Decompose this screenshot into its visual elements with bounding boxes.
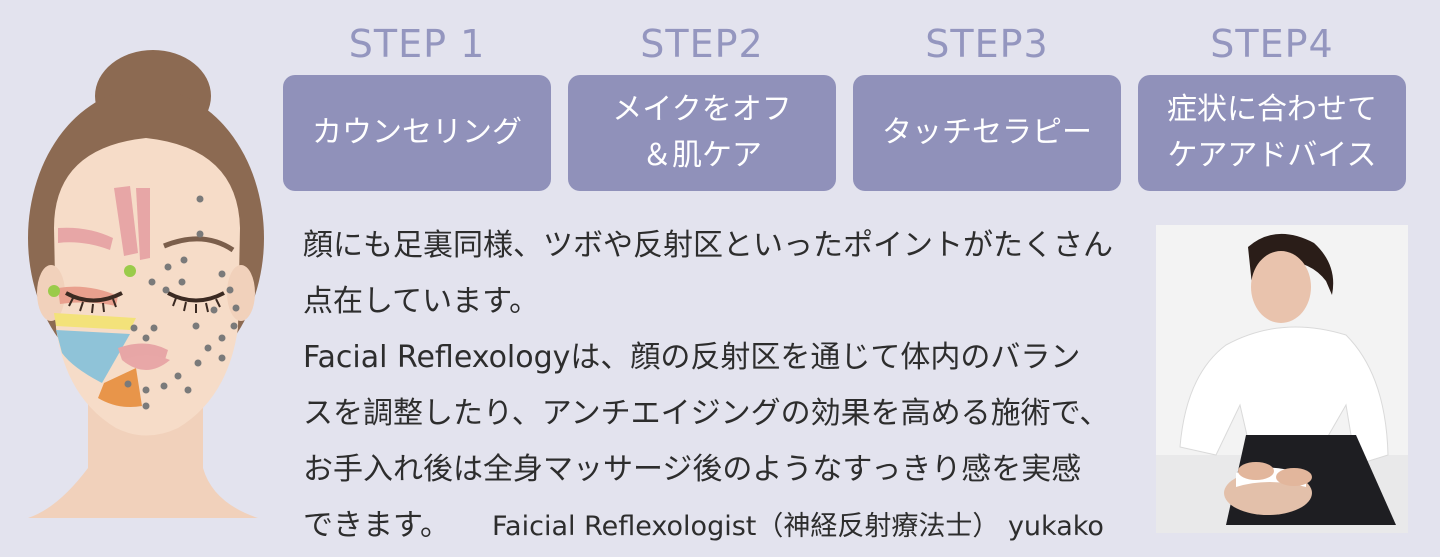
zone-blue-cheek [56,330,130,383]
zone-pink-forehead [114,186,138,256]
zone-pink-nose [136,188,150,260]
zone-yellow-cheek [54,313,136,330]
step-title-3: STEP3 [925,22,1049,66]
step-box-4: 症状に合わせて ケアアドバイス [1138,75,1406,191]
description-line-2: 点在しています。 [303,284,540,319]
step-title-4: STEP4 [1210,22,1334,66]
neck [28,398,258,518]
step-box-3: タッチセラピー [853,75,1121,191]
step-box-2: メイクをオフ ＆肌ケア [568,75,836,191]
step-title-1: STEP 1 [348,22,486,66]
point-green-left [48,285,60,297]
eye-left [65,291,123,303]
zone-pink-brow [58,227,113,250]
therapist-photo-image [1156,225,1408,533]
eye-right [167,291,225,303]
description-text: 顔にも足裏同様、ツボや反射区といったポイントがたくさん 点在しています。 Fac… [303,218,1133,555]
description-line-4: スを調整したり、アンチエイジングの効果を高める施術で、 [303,396,1110,431]
lashes-left [68,297,117,314]
signature: Faicial Reflexologist（神経反射療法士） yukako [492,511,1104,542]
step-title-2: STEP2 [640,22,764,66]
step-box-1: カウンセリング [283,75,551,191]
zone-orange-jaw [98,368,142,407]
lashes-right [172,297,221,313]
description-line-1: 顔にも足裏同様、ツボや反射区といったポイントがたくさん [303,228,1113,263]
lips [122,355,170,370]
therapist-photo [1156,225,1408,533]
description-line-6: できます。 Faicial Reflexologist（神経反射療法士） yuka… [303,498,1133,555]
face-reflexology-illustration [28,50,264,518]
reflex-points [124,195,240,410]
point-green-nose [124,265,136,277]
description-line-3: Facial Reflexologyは、顔の反射区を通じて体内のバラン [303,340,1081,375]
description-line-5: お手入れ後は全身マッサージ後のようなすっきり感を実感 [303,452,1082,487]
eyebrow-right [163,236,235,253]
description-last-line: できます。 [303,508,450,543]
